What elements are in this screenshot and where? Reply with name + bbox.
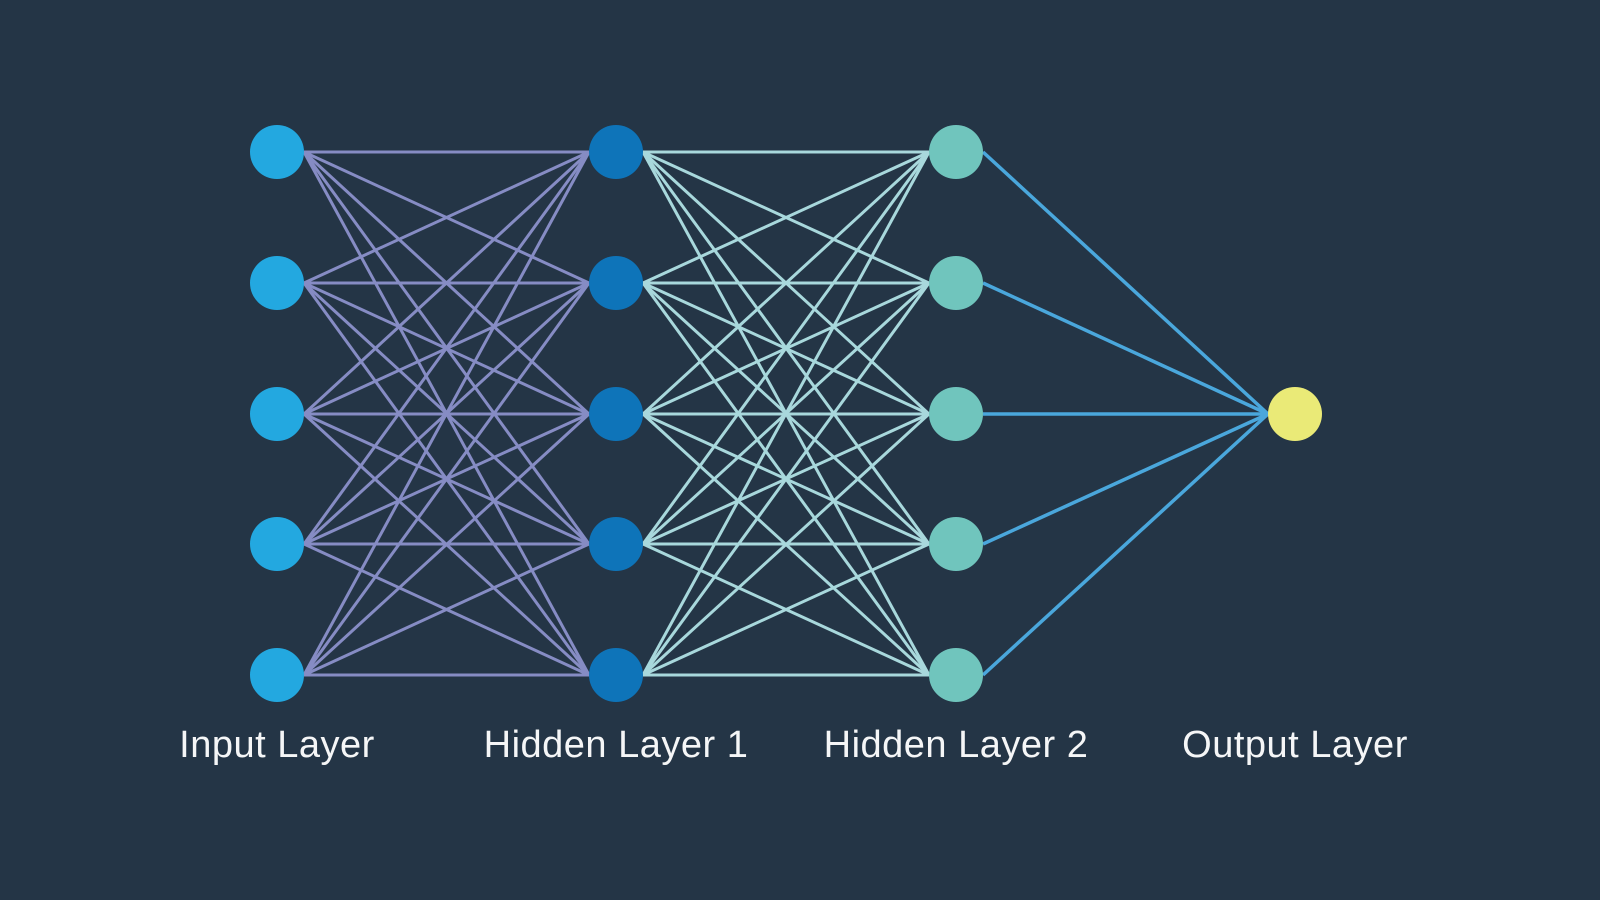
node-hidden-layer-1	[589, 648, 643, 702]
node-input-layer	[250, 387, 304, 441]
edge-input-layer-to-hidden-layer-1	[302, 412, 591, 677]
node-hidden-layer-2	[929, 648, 983, 702]
edge-input-layer-to-hidden-layer-1	[302, 151, 591, 676]
node-hidden-layer-2	[929, 517, 983, 571]
node-output-layer	[1268, 387, 1322, 441]
layer-label-input-layer: Input Layer	[179, 724, 375, 766]
edge-hidden-layer-1-to-hidden-layer-2	[641, 151, 931, 676]
edge-input-layer-to-hidden-layer-1	[303, 150, 590, 285]
node-hidden-layer-1	[589, 125, 643, 179]
layer-label-output-layer: Output Layer	[1182, 724, 1408, 766]
edge-input-layer-to-hidden-layer-1	[302, 282, 591, 676]
edge-input-layer-to-hidden-layer-1	[303, 542, 590, 677]
node-input-layer	[250, 256, 304, 310]
edge-hidden-layer-1-to-hidden-layer-2	[641, 412, 931, 677]
node-hidden-layer-1	[589, 256, 643, 310]
layer-label-hidden-layer-1: Hidden Layer 1	[484, 724, 749, 766]
edge-hidden-layer-1-to-hidden-layer-2	[642, 542, 930, 677]
layer-label-hidden-layer-2: Hidden Layer 2	[824, 724, 1089, 766]
node-input-layer	[250, 517, 304, 571]
edge-hidden-layer-2-to-output-layer	[981, 412, 1270, 677]
node-input-layer	[250, 125, 304, 179]
edge-hidden-layer-2-to-output-layer	[982, 412, 1269, 546]
edge-hidden-layer-2-to-output-layer	[982, 281, 1269, 416]
node-hidden-layer-1	[589, 517, 643, 571]
edge-hidden-layer-1-to-hidden-layer-2	[642, 150, 930, 285]
node-hidden-layer-1	[589, 387, 643, 441]
edge-hidden-layer-2-to-output-layer	[981, 150, 1270, 416]
node-hidden-layer-2	[929, 256, 983, 310]
node-hidden-layer-2	[929, 387, 983, 441]
node-input-layer	[250, 648, 304, 702]
edge-input-layer-to-hidden-layer-1	[302, 151, 591, 545]
edge-hidden-layer-1-to-hidden-layer-2	[641, 282, 931, 676]
edge-hidden-layer-1-to-hidden-layer-2	[641, 151, 931, 545]
edge-input-layer-to-hidden-layer-1	[302, 150, 591, 416]
node-hidden-layer-2	[929, 125, 983, 179]
edge-hidden-layer-1-to-hidden-layer-2	[641, 150, 931, 416]
